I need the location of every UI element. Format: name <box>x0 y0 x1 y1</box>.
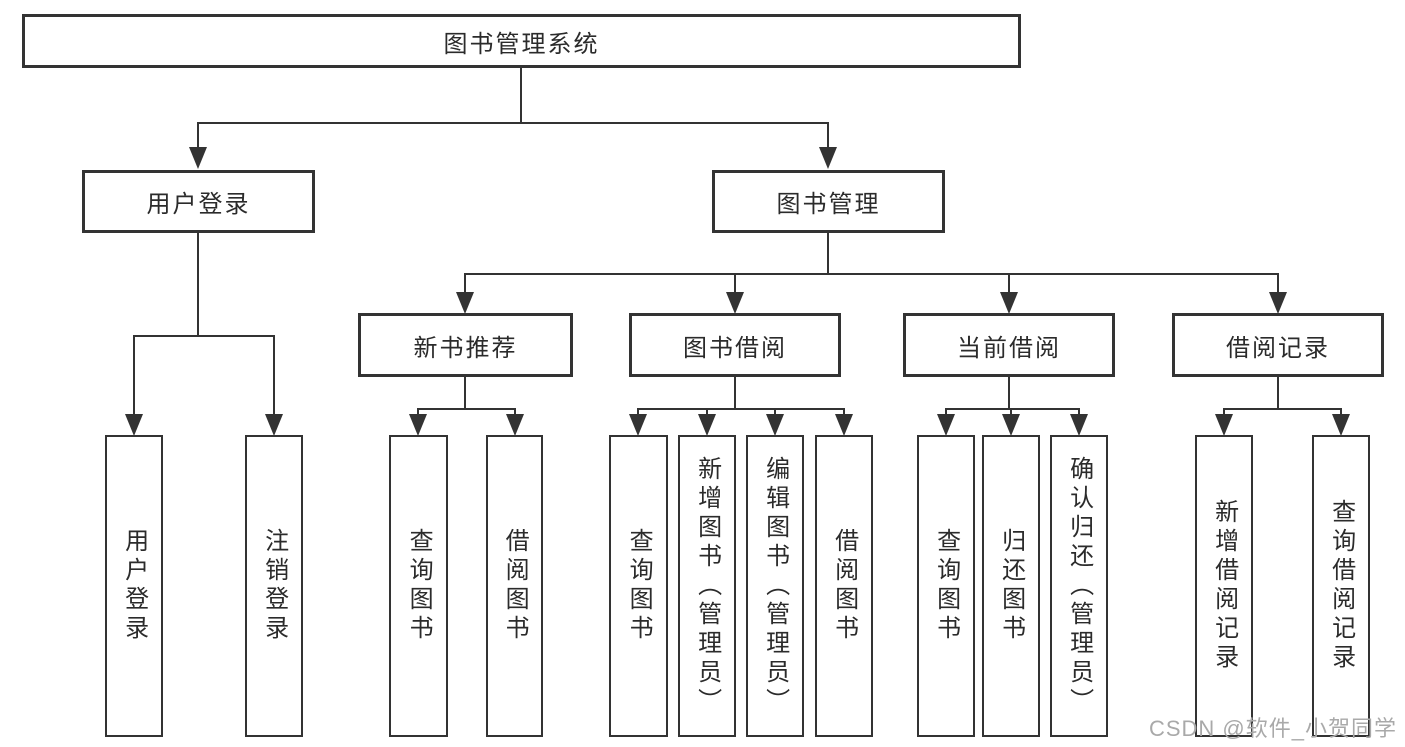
arrow-down-icon <box>629 414 647 436</box>
arrow-down-icon <box>409 414 427 436</box>
leaf-label: 查询借阅记录 <box>1327 499 1355 673</box>
arrow-down-icon <box>456 292 474 314</box>
connector-line <box>827 122 829 162</box>
node-add-book-admin: 新增图书（管理员） <box>678 435 736 737</box>
connector-line <box>197 122 829 124</box>
leaf-label: 归还图书 <box>997 528 1025 644</box>
connector-line <box>417 408 516 410</box>
connector-line <box>945 408 1080 410</box>
leaf-label: 编辑图书（管理员） <box>761 455 789 717</box>
leaf-label: 新增图书（管理员） <box>693 455 721 717</box>
node-logout-leaf: 注销登录 <box>245 435 303 737</box>
connector-line <box>520 68 522 122</box>
arrow-down-icon <box>766 414 784 436</box>
arrow-down-icon <box>1070 414 1088 436</box>
leaf-label: 查询图书 <box>625 528 653 644</box>
node-current-borrow: 当前借阅 <box>903 313 1115 377</box>
node-user-login-branch: 用户登录 <box>82 170 315 233</box>
arrow-down-icon <box>698 414 716 436</box>
connector-line <box>1008 273 1010 303</box>
node-query-books-borrow: 查询图书 <box>609 435 668 737</box>
node-root: 图书管理系统 <box>22 14 1021 68</box>
node-query-books-current: 查询图书 <box>917 435 975 737</box>
node-confirm-return-admin: 确认归还（管理员） <box>1050 435 1108 737</box>
connector-line <box>1223 408 1342 410</box>
connector-line <box>464 273 1279 275</box>
connector-line <box>133 335 275 337</box>
connector-line <box>197 122 199 162</box>
node-borrow-records: 借阅记录 <box>1172 313 1384 377</box>
connector-line <box>1277 273 1279 303</box>
connector-line <box>1008 377 1010 408</box>
arrow-down-icon <box>1215 414 1233 436</box>
node-user-login-leaf: 用户登录 <box>105 435 163 737</box>
arrow-down-icon <box>937 414 955 436</box>
node-return-book: 归还图书 <box>982 435 1040 737</box>
arrow-down-icon <box>835 414 853 436</box>
leaf-label: 注销登录 <box>260 528 288 644</box>
connector-line <box>197 233 199 335</box>
leaf-label: 新增借阅记录 <box>1210 499 1238 673</box>
arrow-down-icon <box>726 292 744 314</box>
watermark: CSDN @软件_小贺同学 <box>1148 716 1397 741</box>
arrow-down-icon <box>1269 292 1287 314</box>
connector-line <box>734 273 736 303</box>
arrow-down-icon <box>125 414 143 436</box>
node-add-borrow-record: 新增借阅记录 <box>1195 435 1253 737</box>
leaf-label: 查询图书 <box>405 528 433 644</box>
arrow-down-icon <box>1000 292 1018 314</box>
node-book-management-branch: 图书管理 <box>712 170 945 233</box>
arrow-down-icon <box>506 414 524 436</box>
node-book-borrow: 图书借阅 <box>629 313 841 377</box>
leaf-label: 用户登录 <box>120 528 148 644</box>
node-new-book-recommend: 新书推荐 <box>358 313 573 377</box>
connector-line <box>637 408 845 410</box>
connector-line <box>734 377 736 408</box>
leaf-label: 查询图书 <box>932 528 960 644</box>
arrow-down-icon <box>265 414 283 436</box>
connector-line <box>273 335 275 427</box>
connector-line <box>464 377 466 408</box>
node-borrow-books-recommend: 借阅图书 <box>486 435 543 737</box>
connector-line <box>464 273 466 303</box>
node-query-borrow-record: 查询借阅记录 <box>1312 435 1370 737</box>
connector-line <box>133 335 135 427</box>
connector-line <box>827 233 829 273</box>
node-query-books-recommend: 查询图书 <box>389 435 448 737</box>
leaf-label: 借阅图书 <box>501 528 529 644</box>
arrow-down-icon <box>819 147 837 169</box>
node-borrow-books-leaf: 借阅图书 <box>815 435 873 737</box>
arrow-down-icon <box>1332 414 1350 436</box>
arrow-down-icon <box>1002 414 1020 436</box>
connector-line <box>1277 377 1279 408</box>
leaf-label: 借阅图书 <box>830 528 858 644</box>
leaf-label: 确认归还（管理员） <box>1065 455 1093 717</box>
arrow-down-icon <box>189 147 207 169</box>
node-edit-book-admin: 编辑图书（管理员） <box>746 435 804 737</box>
